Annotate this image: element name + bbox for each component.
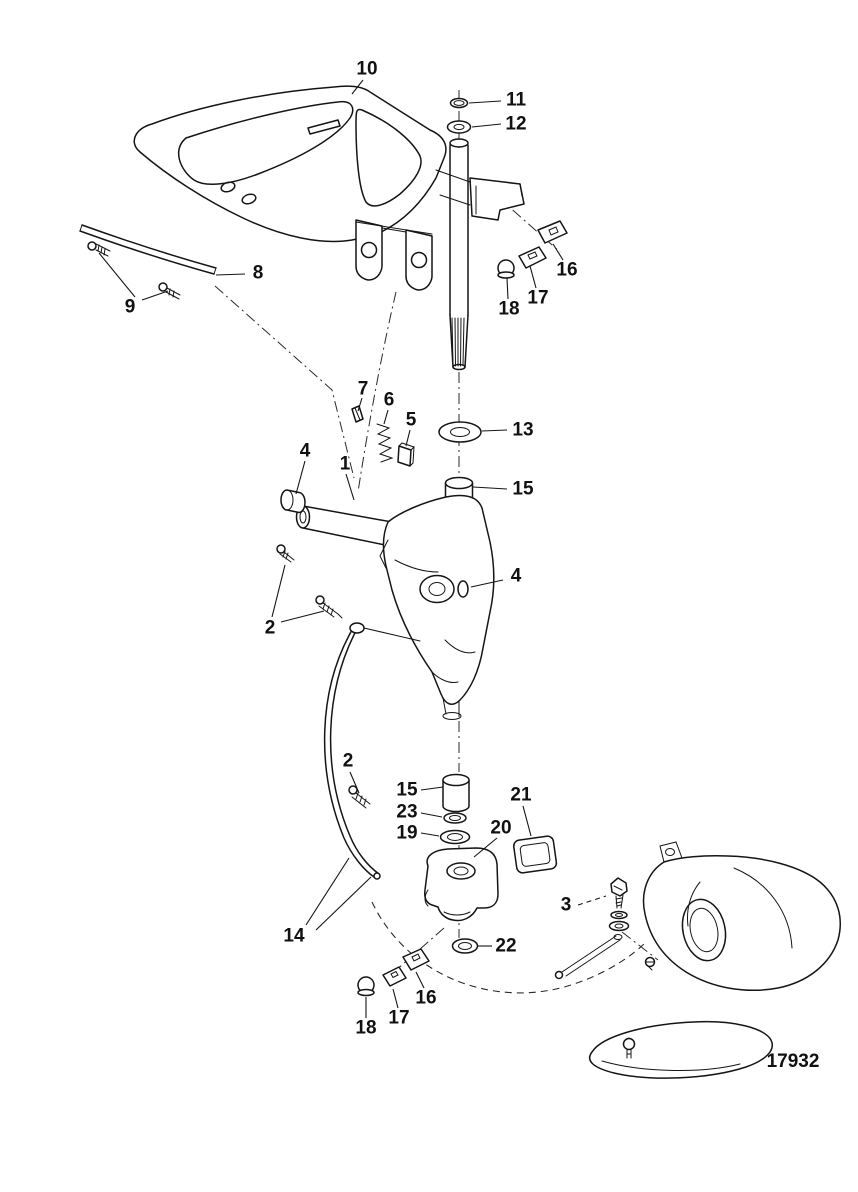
- swivel-housing-drawing: [280, 489, 495, 720]
- link-cables-drawing: [323, 622, 421, 880]
- callout-8: 8: [252, 262, 264, 284]
- callout-15-lower: 15: [396, 779, 418, 801]
- grease-fittings-drawing: [276, 544, 371, 809]
- swivel-shaft-drawing: [449, 138, 469, 371]
- callout-2-lower: 2: [342, 750, 354, 772]
- callout-7: 7: [357, 378, 369, 400]
- callout-20: 20: [490, 817, 512, 839]
- shaft-rings-drawing: [438, 97, 482, 515]
- screw-and-rod-drawing: [554, 877, 630, 980]
- lower-bushing-stack-drawing: [439, 773, 471, 845]
- callout-1: 1: [339, 453, 351, 475]
- steering-arm-drawing: [133, 85, 525, 291]
- spring-group-drawing: [351, 405, 415, 467]
- callout-18-lower: 18: [355, 1017, 377, 1039]
- leader-lines: [98, 79, 607, 1018]
- steering-link-drawing: [79, 224, 217, 300]
- callout-15-upper: 15: [512, 478, 534, 500]
- callout-17-lower: 17: [388, 1007, 410, 1029]
- callout-14: 14: [283, 925, 305, 947]
- callout-21: 21: [510, 784, 532, 806]
- callout-16-lower: 16: [415, 987, 437, 1009]
- callout-2-upper: 2: [264, 617, 276, 639]
- callout-4-left: 4: [299, 440, 311, 462]
- callout-3: 3: [560, 894, 572, 916]
- drawing-number: 17932: [766, 1051, 820, 1072]
- callout-13: 13: [512, 419, 534, 441]
- callout-12: 12: [505, 113, 527, 135]
- upper-anchor-hardware-drawing: [497, 220, 568, 279]
- callout-22: 22: [495, 935, 517, 957]
- callout-4-right: 4: [510, 565, 522, 587]
- callout-19: 19: [396, 822, 418, 844]
- callout-6: 6: [383, 389, 395, 411]
- lower-anchor-hardware-drawing: [357, 948, 430, 997]
- callout-17-upper: 17: [527, 287, 549, 309]
- callout-16-upper: 16: [556, 259, 578, 281]
- callout-5: 5: [405, 409, 417, 431]
- callout-11: 11: [505, 89, 527, 111]
- gearcase-drawing: [588, 841, 841, 1079]
- callout-23: 23: [396, 801, 418, 823]
- callout-10: 10: [356, 58, 378, 80]
- callout-9: 9: [124, 296, 136, 318]
- callout-18-upper: 18: [498, 298, 520, 320]
- lower-bracket-drawing: [424, 835, 558, 954]
